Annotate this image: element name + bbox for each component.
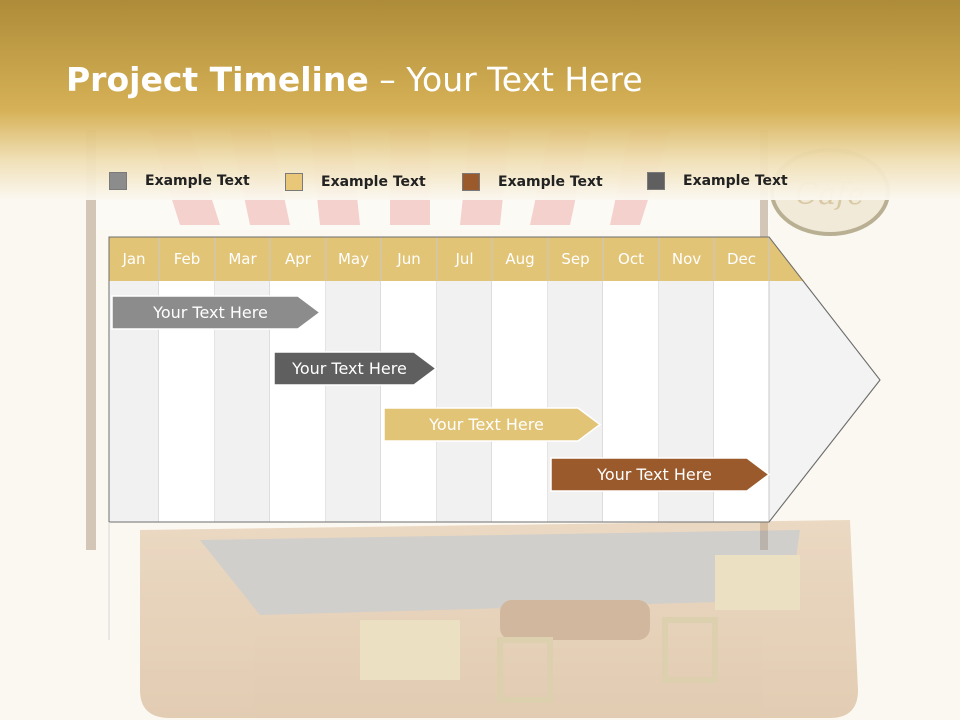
timeline-column xyxy=(492,281,548,522)
legend-swatch-1 xyxy=(109,172,127,190)
task-bar-1 xyxy=(111,295,322,330)
legend-item-1: Example Text xyxy=(109,170,250,192)
legend-label-3: Example Text xyxy=(498,174,603,190)
task-label-2: Your Text Here xyxy=(292,359,407,378)
legend-label-1: Example Text xyxy=(145,173,250,189)
task-bar-3 xyxy=(383,407,602,442)
timeline-column xyxy=(381,281,437,522)
timeline-arrow-outline xyxy=(108,236,881,523)
month-label-nov: Nov xyxy=(671,250,702,268)
page-title: Project Timeline – Your Text Here xyxy=(66,60,643,99)
month-label-feb: Feb xyxy=(173,250,201,268)
task-label-3: Your Text Here xyxy=(429,415,544,434)
legend-label-4: Example Text xyxy=(683,173,788,189)
task-label-4: Your Text Here xyxy=(597,465,712,484)
legend-swatch-4 xyxy=(647,172,665,190)
month-label-jan: Jan xyxy=(122,250,146,268)
task-bar-2 xyxy=(273,351,438,386)
month-label-aug: Aug xyxy=(505,250,535,268)
month-label-sep: Sep xyxy=(561,250,590,268)
month-label-apr: Apr xyxy=(285,250,311,268)
legend-swatch-2 xyxy=(285,173,303,191)
month-label-dec: Dec xyxy=(726,250,757,268)
task-bar-4 xyxy=(550,457,771,492)
month-label-mar: Mar xyxy=(228,250,257,268)
legend-label-2: Example Text xyxy=(321,174,426,190)
timeline-column xyxy=(326,281,381,522)
legend-item-4: Example Text xyxy=(647,170,788,192)
title-bold: Project Timeline xyxy=(66,60,369,99)
suitcase-graphic xyxy=(140,520,858,718)
timeline-header-band xyxy=(109,237,804,281)
month-label-jul: Jul xyxy=(455,250,474,268)
title-rest: – Your Text Here xyxy=(368,60,643,99)
legend-swatch-3 xyxy=(462,173,480,191)
task-label-1: Your Text Here xyxy=(153,303,268,322)
month-label-may: May xyxy=(337,250,369,268)
month-label-oct: Oct xyxy=(618,250,644,268)
legend-item-3: Example Text xyxy=(462,171,603,193)
month-label-jun: Jun xyxy=(397,250,421,268)
legend-item-2: Example Text xyxy=(285,171,426,193)
timeline-column xyxy=(437,281,492,522)
